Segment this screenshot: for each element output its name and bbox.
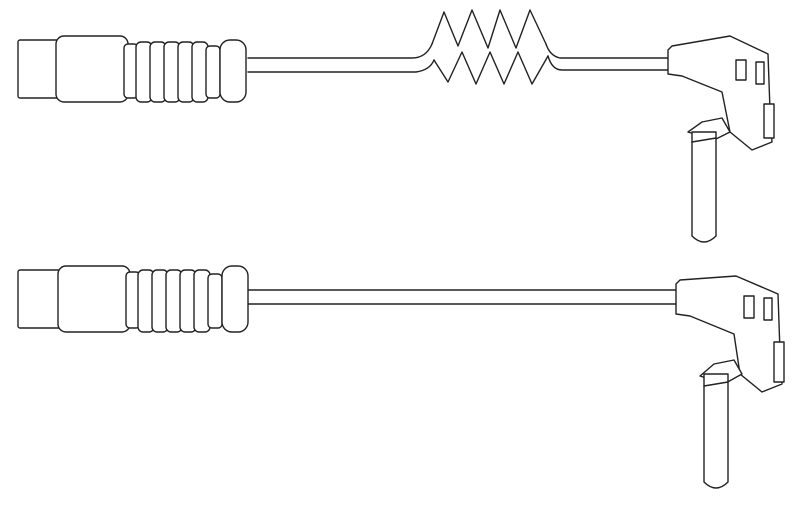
sensor-head [675, 275, 785, 489]
plug-body-main [57, 265, 131, 333]
coil-loops [431, 9, 547, 49]
sensor-window [743, 295, 755, 319]
plug-body-front [17, 269, 65, 329]
probe-edge [703, 381, 729, 387]
sensor-window [763, 297, 773, 321]
sensor-head [667, 35, 775, 243]
plug-connector [17, 35, 247, 103]
wire-left-lower [247, 59, 435, 73]
coil-loops-inner [433, 51, 549, 85]
sensor-window [755, 61, 765, 85]
plug-grip-ring [205, 45, 221, 99]
straight-wire [245, 289, 681, 305]
plug-grip-ring [207, 273, 223, 329]
probe-edge [691, 137, 717, 143]
plug-strain-relief [221, 265, 249, 333]
sensor-probe [703, 373, 729, 489]
sensor-housing [675, 275, 783, 393]
sensor-straight [17, 265, 785, 489]
sensor-probe [691, 131, 717, 243]
wire-left-upper [247, 43, 433, 59]
plug-strain-relief [219, 39, 247, 103]
sensor-clip [773, 341, 785, 383]
coiled-wire [247, 9, 673, 85]
coil-connect-lower [547, 55, 673, 71]
plug-connector [17, 265, 249, 333]
sensor-window [735, 59, 747, 81]
sensor-clip [763, 103, 775, 139]
coil-connect [545, 43, 673, 59]
sensor-coiled [17, 9, 775, 243]
plug-body-main [55, 35, 129, 103]
